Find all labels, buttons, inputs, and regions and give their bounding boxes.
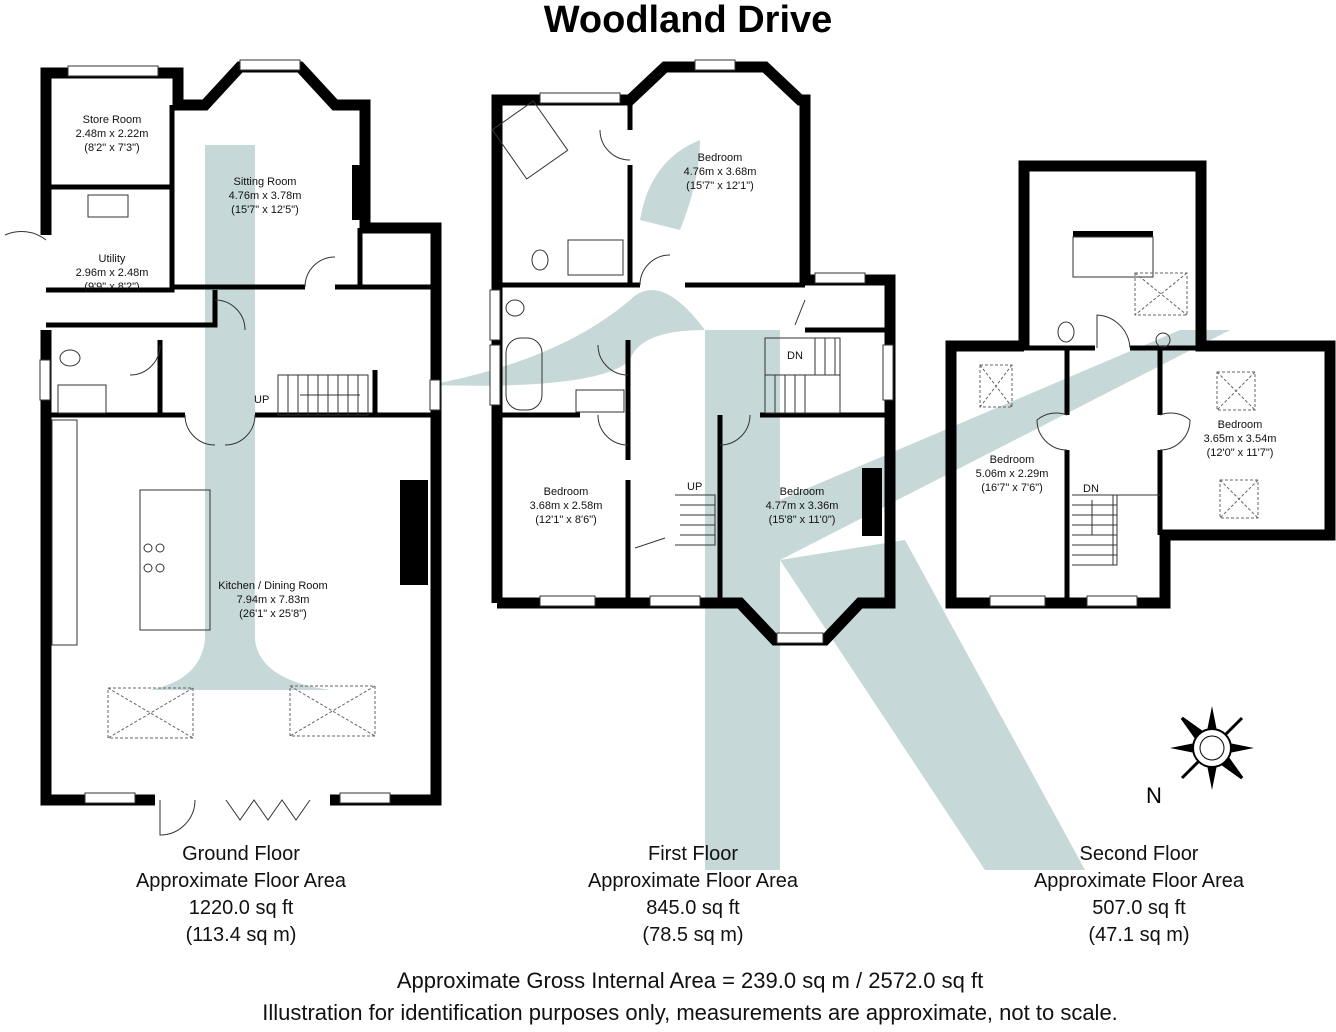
room-name: Sitting Room [234, 176, 297, 188]
staircase [634, 337, 841, 549]
stair-down-label: DN [1083, 483, 1099, 495]
floor-area-sqm: (78.5 sq m) [642, 924, 743, 946]
skylight-icon [107, 687, 194, 739]
compass-icon [1170, 706, 1254, 790]
floor-area-sqm: (113.4 sq m) [186, 924, 297, 946]
shower-tray [567, 239, 624, 276]
room-name: Bedroom [780, 486, 825, 498]
kitchen-island [139, 489, 211, 631]
room-size-imperial: (12'0" x 11'7") [1207, 447, 1274, 459]
hob-icon [143, 543, 165, 573]
room-size-metric: 2.96m x 2.48m [76, 267, 149, 279]
gross-area: Approximate Gross Internal Area = 239.0 … [397, 968, 983, 993]
room-size-metric: 7.94m x 7.83m [237, 594, 310, 606]
room-size-metric: 4.77m x 3.36m [766, 500, 839, 512]
first-floor-labels: Bedroom 4.76m x 3.68m (15'7" x 12'1") Be… [530, 152, 839, 526]
room-size-imperial: (15'8" x 11'0") [769, 514, 836, 526]
toilet-icon [59, 349, 81, 367]
second-floor-caption: Second Floor Approximate Floor Area 507.… [1034, 843, 1245, 946]
compass-north-label: N [1146, 783, 1162, 808]
page-title: Woodland Drive [544, 0, 833, 41]
kitchen-counter [51, 419, 78, 646]
floor-area-sqm: (47.1 sq m) [1088, 924, 1189, 946]
skylight-icon [289, 685, 376, 737]
bathtub-icon [505, 337, 543, 411]
room-size-imperial: (26'1" x 25'8") [239, 608, 307, 620]
floor-area-label: Approximate Floor Area [1034, 870, 1245, 892]
first-floor-caption: First Floor Approximate Floor Area 845.0… [588, 843, 799, 946]
staircase [277, 374, 369, 416]
bathtub-icon [491, 100, 569, 180]
stair-up-label: UP [254, 394, 269, 406]
shower-tray [57, 384, 107, 414]
room-name: Bedroom [544, 486, 589, 498]
stair-down-label: DN [787, 350, 803, 362]
room-size-imperial: (12'1" x 8'6") [535, 514, 597, 526]
disclaimer: Illustration for identification purposes… [262, 1000, 1118, 1025]
sink-icon [1155, 332, 1171, 348]
second-floor-plan [945, 160, 1336, 609]
room-name: Bedroom [990, 454, 1035, 466]
stair-up-label: UP [687, 481, 702, 493]
room-name: Bedroom [698, 152, 743, 164]
room-size-metric: 4.76m x 3.68m [684, 166, 757, 178]
room-size-imperial: (16'7" x 7'6") [981, 482, 1043, 494]
room-size-imperial: (15'7" x 12'5") [231, 204, 299, 216]
skylight-icon [1216, 371, 1256, 411]
chimney-breast [400, 480, 428, 585]
floor-area-label: Approximate Floor Area [588, 870, 799, 892]
room-name: Kitchen / Dining Room [218, 580, 327, 592]
toilet-icon [1057, 321, 1075, 343]
room-name: Bedroom [1218, 419, 1263, 431]
floor-name: Second Floor [1080, 843, 1199, 865]
floor-name: Ground Floor [182, 843, 300, 865]
room-size-imperial: (9'9" x 8'2") [84, 281, 139, 293]
ground-floor-caption: Ground Floor Approximate Floor Area 1220… [136, 843, 347, 946]
shower-tray [1072, 236, 1154, 278]
ground-floor-plan [4, 59, 442, 836]
room-size-imperial: (15'7" x 12'1") [686, 180, 754, 192]
floor-name: First Floor [648, 843, 738, 865]
ground-floor-labels: Store Room 2.48m x 2.22m (8'2" x 7'3") S… [76, 114, 328, 620]
room-size-metric: 3.65m x 3.54m [1204, 433, 1277, 445]
toilet-icon [531, 249, 549, 271]
room-name: Store Room [83, 114, 142, 126]
staircase [1072, 494, 1160, 566]
room-size-metric: 4.76m x 3.78m [229, 190, 302, 202]
room-size-metric: 5.06m x 2.29m [976, 468, 1049, 480]
room-size-metric: 3.68m x 2.58m [530, 500, 603, 512]
room-size-metric: 2.48m x 2.22m [76, 128, 149, 140]
floor-area-sqft: 1220.0 sq ft [189, 897, 294, 919]
floor-area-sqft: 845.0 sq ft [646, 897, 740, 919]
skylight-icon [979, 364, 1013, 408]
floor-area-sqft: 507.0 sq ft [1092, 897, 1186, 919]
room-name: Utility [99, 253, 126, 265]
skylight-icon [1134, 272, 1188, 316]
second-floor-labels: Bedroom 5.06m x 2.29m (16'7" x 7'6") Bed… [976, 419, 1277, 495]
skylight-icon [1219, 479, 1259, 519]
floor-area-label: Approximate Floor Area [136, 870, 347, 892]
room-size-imperial: (8'2" x 7'3") [84, 142, 139, 154]
first-floor-plan [489, 59, 896, 646]
